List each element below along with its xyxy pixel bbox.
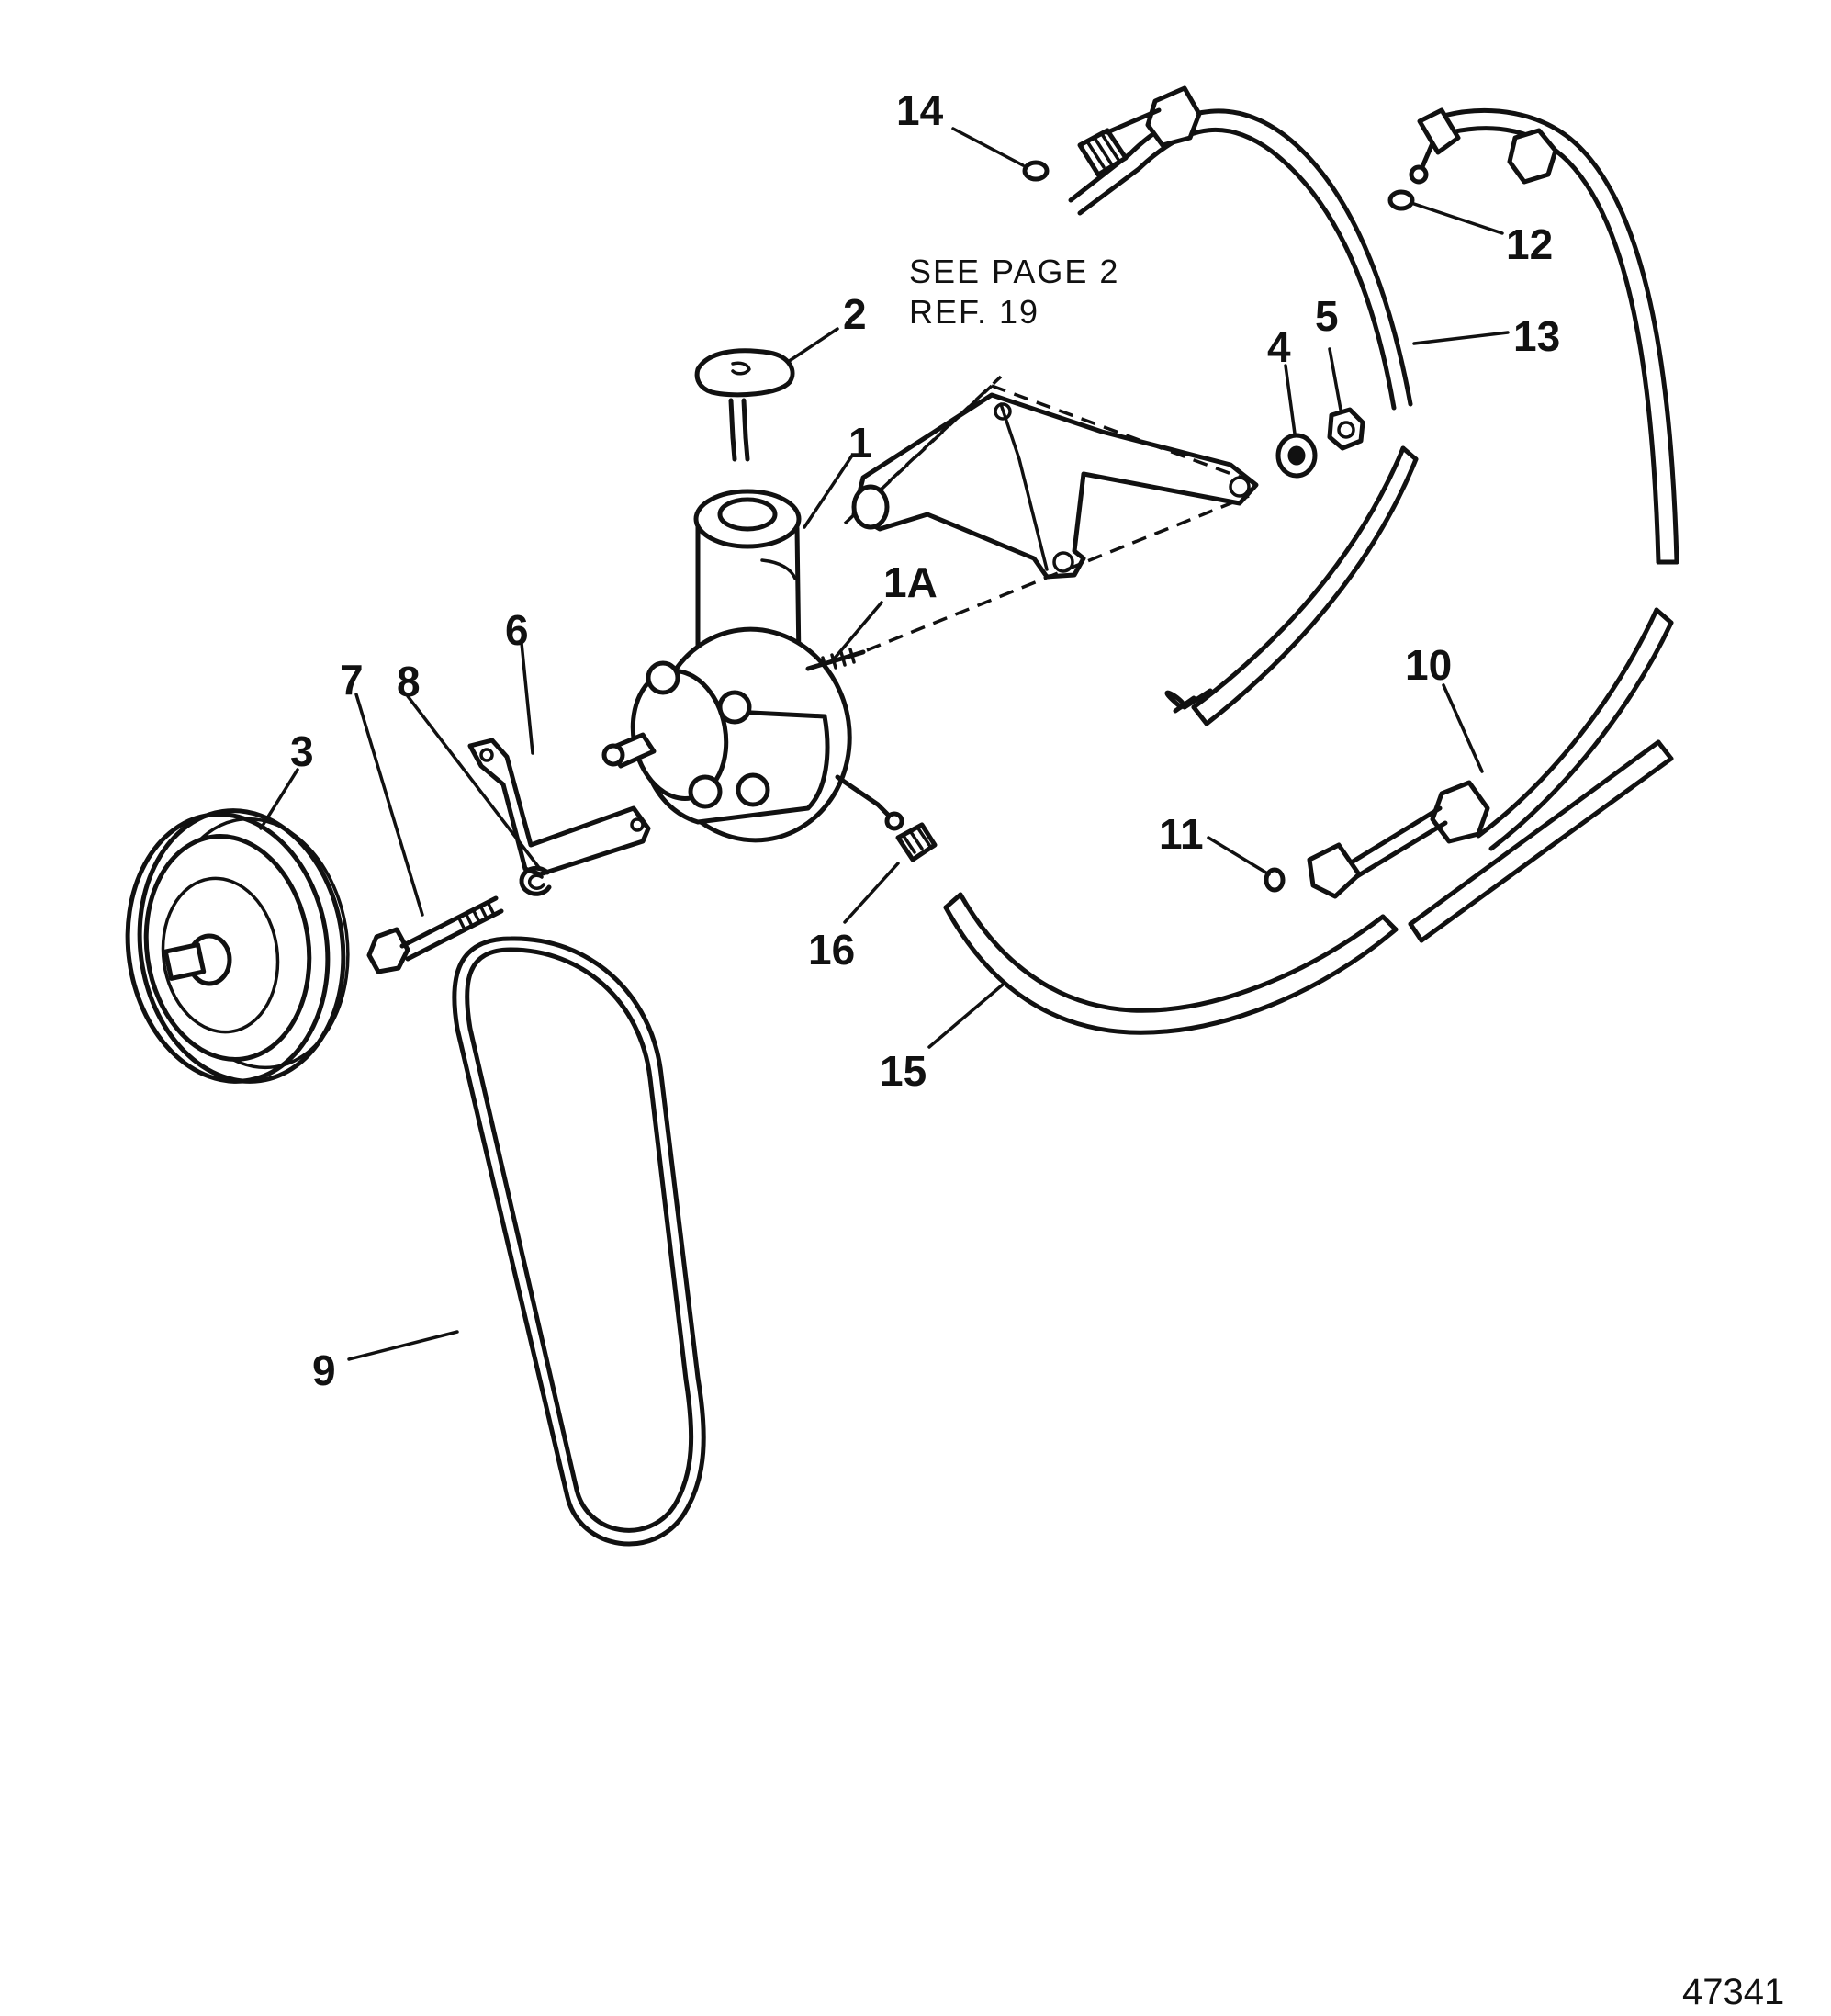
hose-part-15 (943, 690, 1674, 1035)
pressure-hose-part-13 (1068, 85, 1419, 726)
callout-5: 5 (1315, 292, 1339, 340)
alignment-dashed-lines (843, 375, 1250, 652)
reference-note-line-2: REF. 19 (909, 293, 1039, 331)
callout-15: 15 (880, 1047, 927, 1095)
callout-14: 14 (896, 86, 944, 134)
callout-10: 10 (1405, 641, 1452, 689)
callout-2: 2 (843, 290, 867, 338)
callout-1a: 1A (883, 558, 938, 606)
pump-assembly-part-1 (601, 489, 904, 843)
filler-cap-part-2 (694, 348, 795, 462)
drive-belt-part-9 (452, 936, 706, 1547)
fitting-part-16 (895, 822, 938, 862)
callout-6: 6 (505, 606, 529, 654)
bolt-part-7 (366, 895, 504, 974)
pulley-part-3 (125, 808, 350, 1084)
washer-part-4 (1275, 433, 1318, 479)
leader-lines (259, 127, 1510, 1361)
return-hose-part-10 (1307, 107, 1679, 899)
brace-part-6 (467, 738, 651, 877)
callout-8: 8 (397, 658, 421, 705)
callout-1: 1 (848, 419, 872, 467)
mounting-bracket (851, 392, 1259, 580)
callout-13: 13 (1513, 312, 1560, 360)
callout-11: 11 (1159, 810, 1204, 858)
callout-7: 7 (340, 656, 364, 704)
callout-9: 9 (312, 1346, 336, 1394)
reference-note-line-1: SEE PAGE 2 (909, 253, 1119, 290)
callout-3: 3 (290, 727, 314, 775)
nut-part-5 (1327, 407, 1365, 451)
callout-12: 12 (1506, 220, 1553, 268)
o-ring-part-14 (1022, 160, 1050, 182)
o-ring-part-12 (1387, 189, 1415, 211)
hose-stub-left (1182, 688, 1213, 710)
o-ring-part-11 (1264, 867, 1286, 893)
callout-16: 16 (808, 926, 855, 974)
figure-number: 47341 (1682, 1972, 1784, 2012)
callout-4: 4 (1267, 323, 1291, 371)
